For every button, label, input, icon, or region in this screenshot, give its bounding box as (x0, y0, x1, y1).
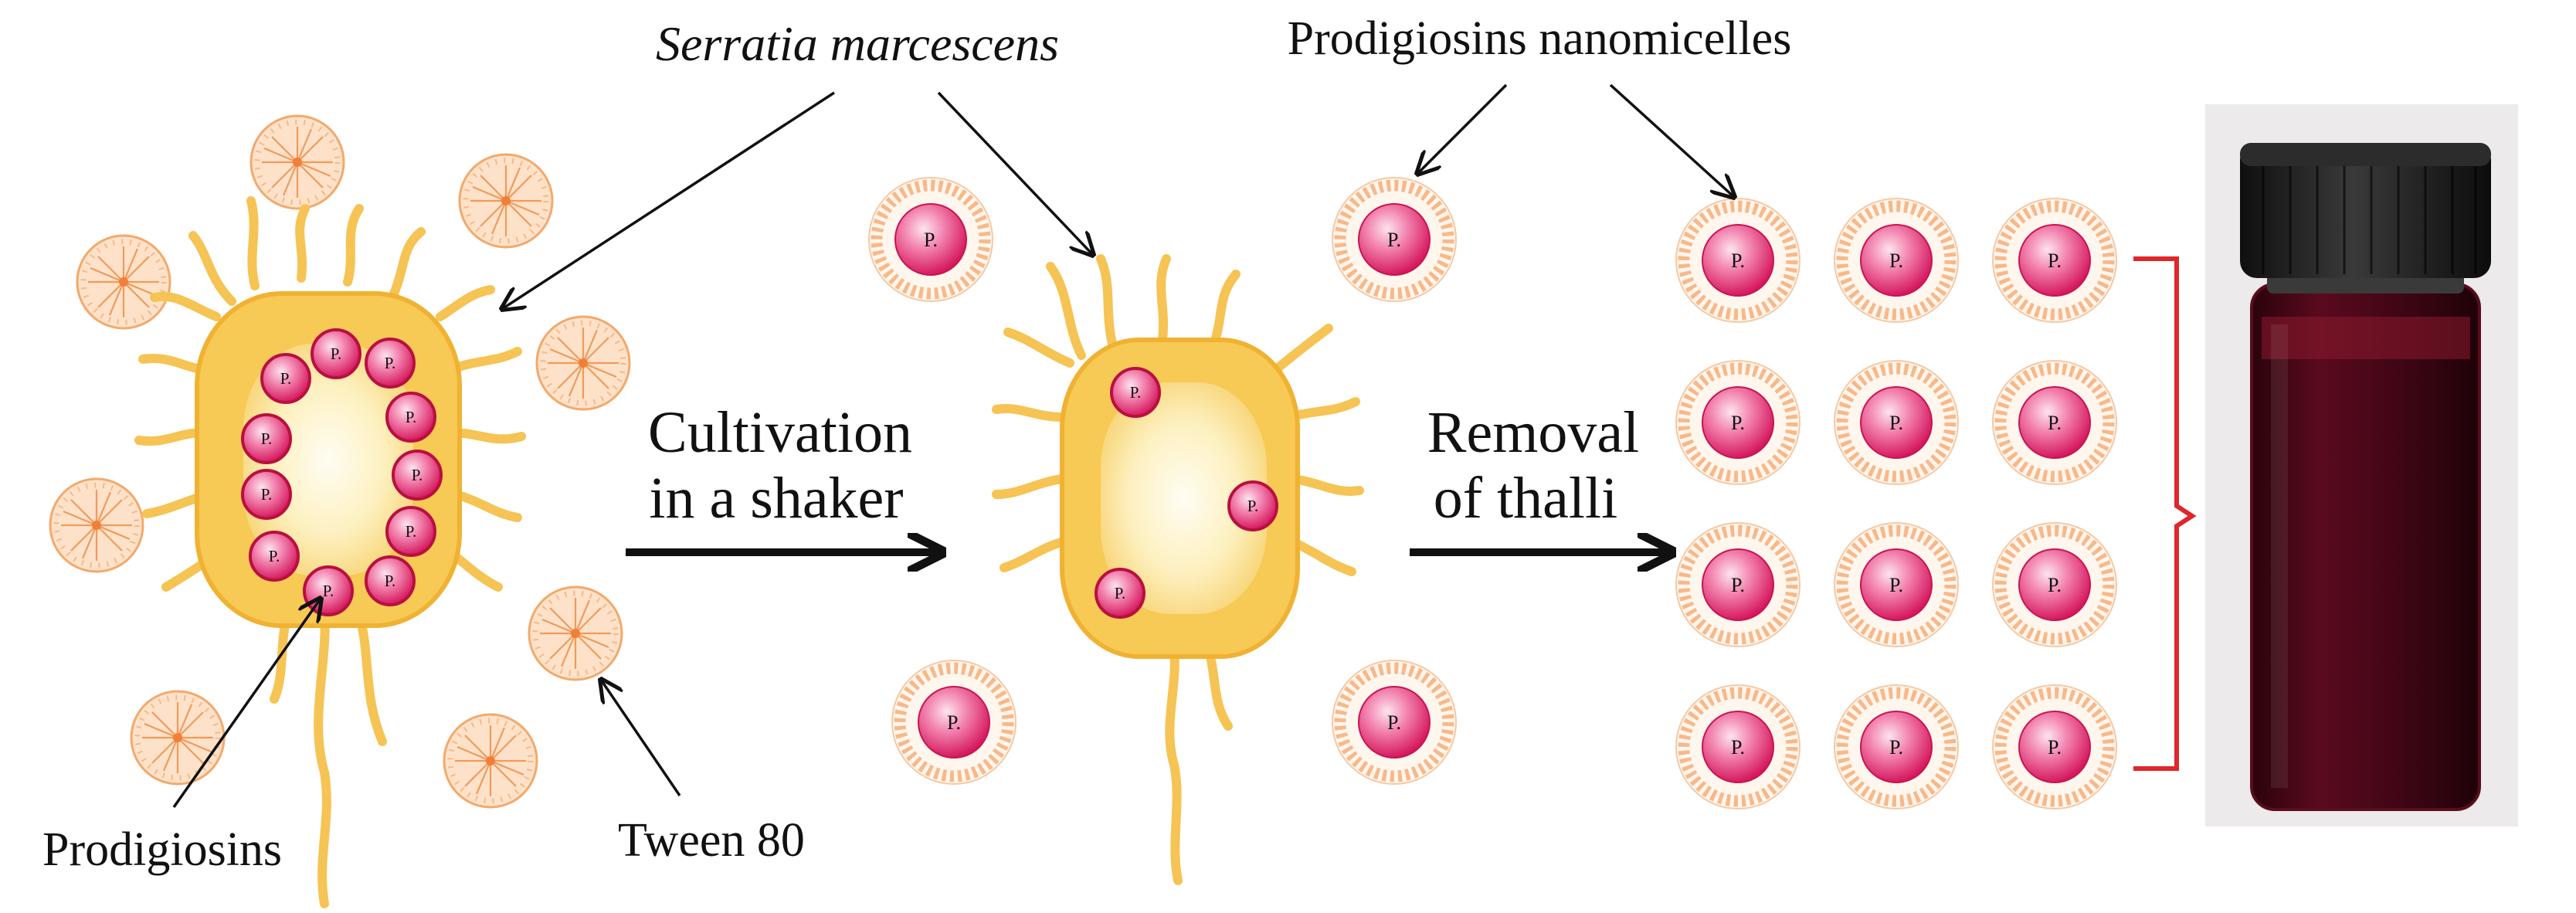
arrow-to-bacterium-left (502, 91, 835, 309)
released-nanomicelles: P. P. P. P. (869, 178, 1456, 784)
tween80-micelle (50, 479, 143, 572)
flagella (992, 254, 1364, 885)
pigment-marker: P. (1115, 584, 1126, 602)
pigment-marker: P. (1731, 574, 1745, 596)
arrow-to-prodigiosins (172, 599, 321, 809)
pigment-marker: P. (280, 369, 292, 388)
pigment-marker: P. (1130, 383, 1142, 402)
pigment-marker: P. (261, 429, 273, 448)
bacterium-after: P. P. P. (992, 254, 1364, 885)
label-prodigiosins: Prodigiosins (42, 823, 282, 876)
tween80-micelle (537, 317, 630, 409)
pigment-marker: P. (1731, 249, 1745, 272)
tween80-micelle (131, 691, 224, 784)
tween80-micelle (444, 714, 537, 807)
arrow-to-tween80 (601, 680, 681, 796)
tween80-micelle (529, 587, 622, 680)
label-prodigiosins-nanomicelles: Prodigiosins nanomicelles (1288, 12, 1792, 65)
pigment-marker: P. (1387, 711, 1401, 734)
label-in-a-shaker: in a shaker (649, 466, 903, 531)
red-bracket (2133, 256, 2197, 771)
pigment-marker: P. (2048, 574, 2062, 596)
tween80-micelle (460, 154, 552, 247)
pigment-marker: P. (947, 711, 961, 734)
tween80-micelle (251, 116, 344, 209)
pointer-arrows (172, 83, 1734, 809)
pigment-marker: P. (1387, 229, 1401, 251)
tween80-micelle (77, 236, 170, 328)
label-serratia-marcescens: Serratia marcescens (656, 16, 1059, 71)
label-of-thalli: of thalli (1434, 466, 1618, 531)
label-removal: Removal (1427, 400, 1639, 465)
pigment-marker: P. (323, 582, 334, 600)
pigment-marker: P. (385, 354, 396, 372)
pigment-marker: P. (406, 522, 417, 541)
nanomicelle-grid: P. P. P. P. P. P. P. P. P. P. P. P. (1676, 199, 2116, 809)
label-cultivation: Cultivation (648, 400, 912, 465)
pigment-marker: P. (1889, 736, 1903, 759)
arrow-to-nanomicelle (1417, 83, 1508, 174)
pigment-marker: P. (924, 229, 938, 251)
vial-photo (2205, 104, 2518, 826)
pigment-marker: P. (269, 547, 280, 565)
pigment-marker: P. (1889, 574, 1903, 596)
pigment-marker: P. (1889, 249, 1903, 272)
pigment-marker: P. (331, 344, 342, 363)
pigment-marker: P. (406, 408, 417, 426)
prodigiosin-bead-labels: P. P. P. P. P. P. P. P. P. P. P. (261, 344, 423, 600)
pigment-marker: P. (385, 572, 396, 590)
pigment-marker: P. (1731, 412, 1745, 434)
pigment-marker: P. (1247, 497, 1259, 515)
pigment-marker: P. (2048, 249, 2062, 272)
pigment-marker: P. (1889, 412, 1903, 434)
pigment-marker: P. (2048, 736, 2062, 759)
label-tween-80: Tween 80 (618, 814, 805, 867)
arrow-to-bacterium-middle (937, 91, 1093, 255)
pigment-marker: P. (2048, 412, 2062, 434)
pigment-marker: P. (1731, 736, 1745, 759)
arrow-to-nanomicelle-grid (1609, 83, 1734, 197)
pigment-marker: P. (261, 485, 273, 504)
bacterium-before: P. P. P. P. P. P. P. P. P. P. P. (134, 196, 526, 908)
pigment-marker: P. (412, 466, 423, 484)
